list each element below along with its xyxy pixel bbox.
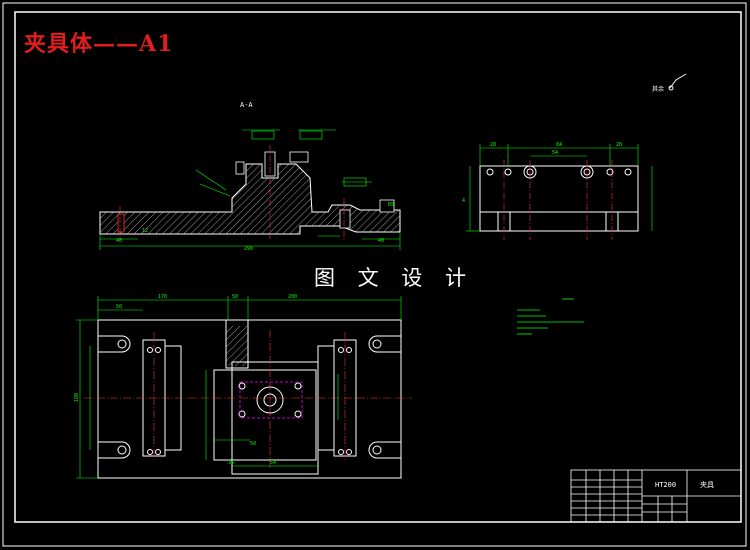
plan-dimensions <box>76 296 402 479</box>
dim-plan-height: 180 <box>74 393 80 402</box>
dim-plan-right: 200 <box>288 294 297 300</box>
drawing-title: 夹具体——A1 <box>24 31 174 57</box>
section-label: A-A <box>240 101 253 109</box>
dim-plan-inner: 50 <box>250 441 256 447</box>
dim-section-offset: 12 <box>142 228 148 234</box>
roughness-symbol: 其余 <box>652 73 687 93</box>
watermark-text: 图 文 设 计 <box>314 266 475 290</box>
title-block <box>570 469 742 523</box>
dim-side-height: 4 <box>462 198 465 204</box>
dim-side-top-right: 28 <box>616 142 622 148</box>
plan-view <box>97 319 402 479</box>
section-dimensions <box>99 129 401 250</box>
dim-plan-bottom-a: 36 <box>228 460 234 466</box>
dim-section-left: 40 <box>116 238 122 244</box>
dim-plan-left: 170 <box>158 294 167 300</box>
hidden-square <box>239 381 303 419</box>
dim-side-mid: 54 <box>552 150 558 156</box>
inner-frame <box>14 11 742 523</box>
dim-side-top-left: 28 <box>490 142 496 148</box>
material-text: HT200 <box>655 481 676 489</box>
dim-section-overall: 290 <box>244 246 253 252</box>
dim-plan-mid: 50 <box>232 294 238 300</box>
dim-section-right: 40 <box>378 238 384 244</box>
technical-notes <box>517 298 584 335</box>
dim-side-top-mid: 84 <box>556 142 562 148</box>
plan-center-lines <box>84 330 412 470</box>
section-hatch <box>99 163 401 235</box>
part-name-text: 夹具 <box>700 480 714 489</box>
side-center-lines <box>503 160 613 240</box>
side-dimensions <box>466 144 653 232</box>
dim-plan-left-short: 50 <box>116 304 122 310</box>
svg-text:其余: 其余 <box>652 85 664 93</box>
dim-section-radius: R5 <box>388 202 394 208</box>
dim-plan-bottom-b: 54 <box>270 460 276 466</box>
section-view <box>99 145 401 240</box>
plan-hatch <box>226 326 248 366</box>
